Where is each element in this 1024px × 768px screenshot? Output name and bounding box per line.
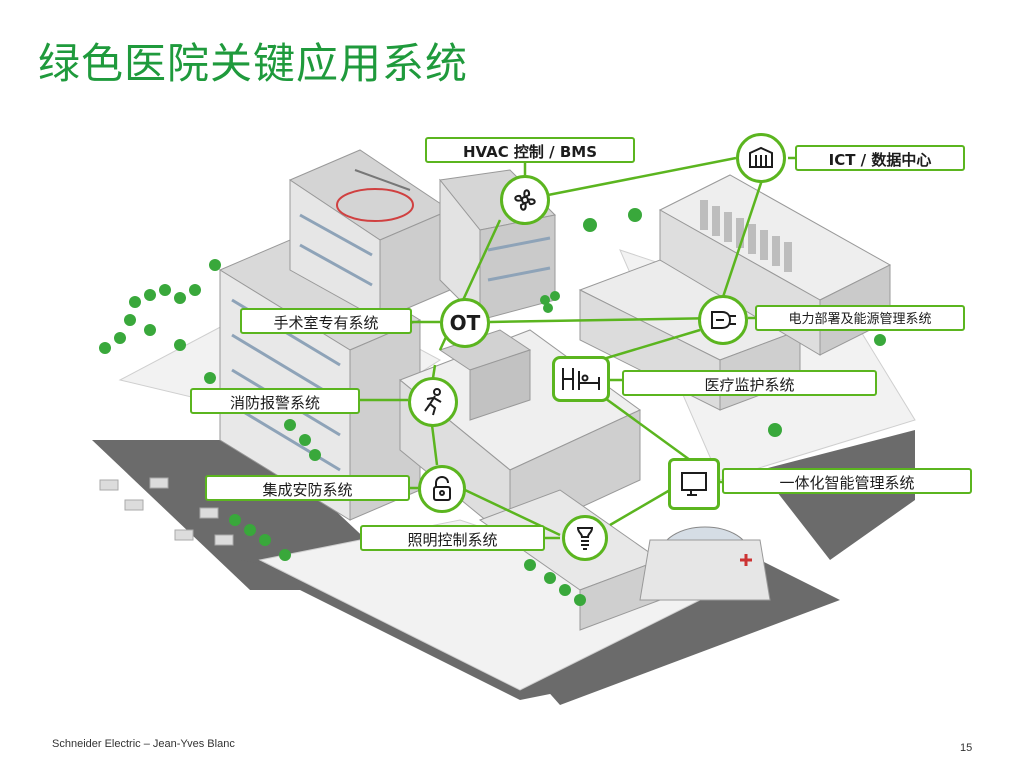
label-hvac-bms: HVAC 控制 / BMS — [425, 137, 635, 163]
monitor-icon — [668, 458, 720, 510]
trees — [99, 208, 886, 606]
running-person-icon — [408, 377, 458, 427]
label-fire-alarm: 消防报警系统 — [190, 388, 360, 414]
label-security: 集成安防系统 — [205, 475, 410, 501]
footer-author: Schneider Electric – Jean-Yves Blanc — [52, 738, 235, 750]
label-operating-room: 手术室专有系统 — [240, 308, 412, 334]
label-integrated-management: 一体化智能管理系统 — [722, 468, 972, 494]
label-medical-monitoring: 医疗监护系统 — [622, 370, 877, 396]
label-lighting-control: 照明控制系统 — [360, 525, 545, 551]
label-power-energy: 电力部署及能源管理系统 — [755, 305, 965, 331]
hospital-bed-icon — [552, 356, 610, 402]
server-icon — [736, 133, 786, 183]
parking-lot — [99, 477, 234, 546]
ot-icon: OT — [440, 298, 490, 348]
bulb-icon — [562, 515, 608, 561]
plug-icon — [698, 295, 748, 345]
label-ict-datacenter: ICT / 数据中心 — [795, 145, 965, 171]
connector-lines — [360, 156, 795, 540]
padlock-icon — [418, 465, 466, 513]
ot-icon-text: OT — [449, 311, 481, 335]
glass-dome-entrance — [639, 526, 771, 601]
fan-icon — [500, 175, 550, 225]
slide-title: 绿色医院关键应用系统 — [38, 39, 469, 88]
page-number: 15 — [960, 742, 973, 754]
